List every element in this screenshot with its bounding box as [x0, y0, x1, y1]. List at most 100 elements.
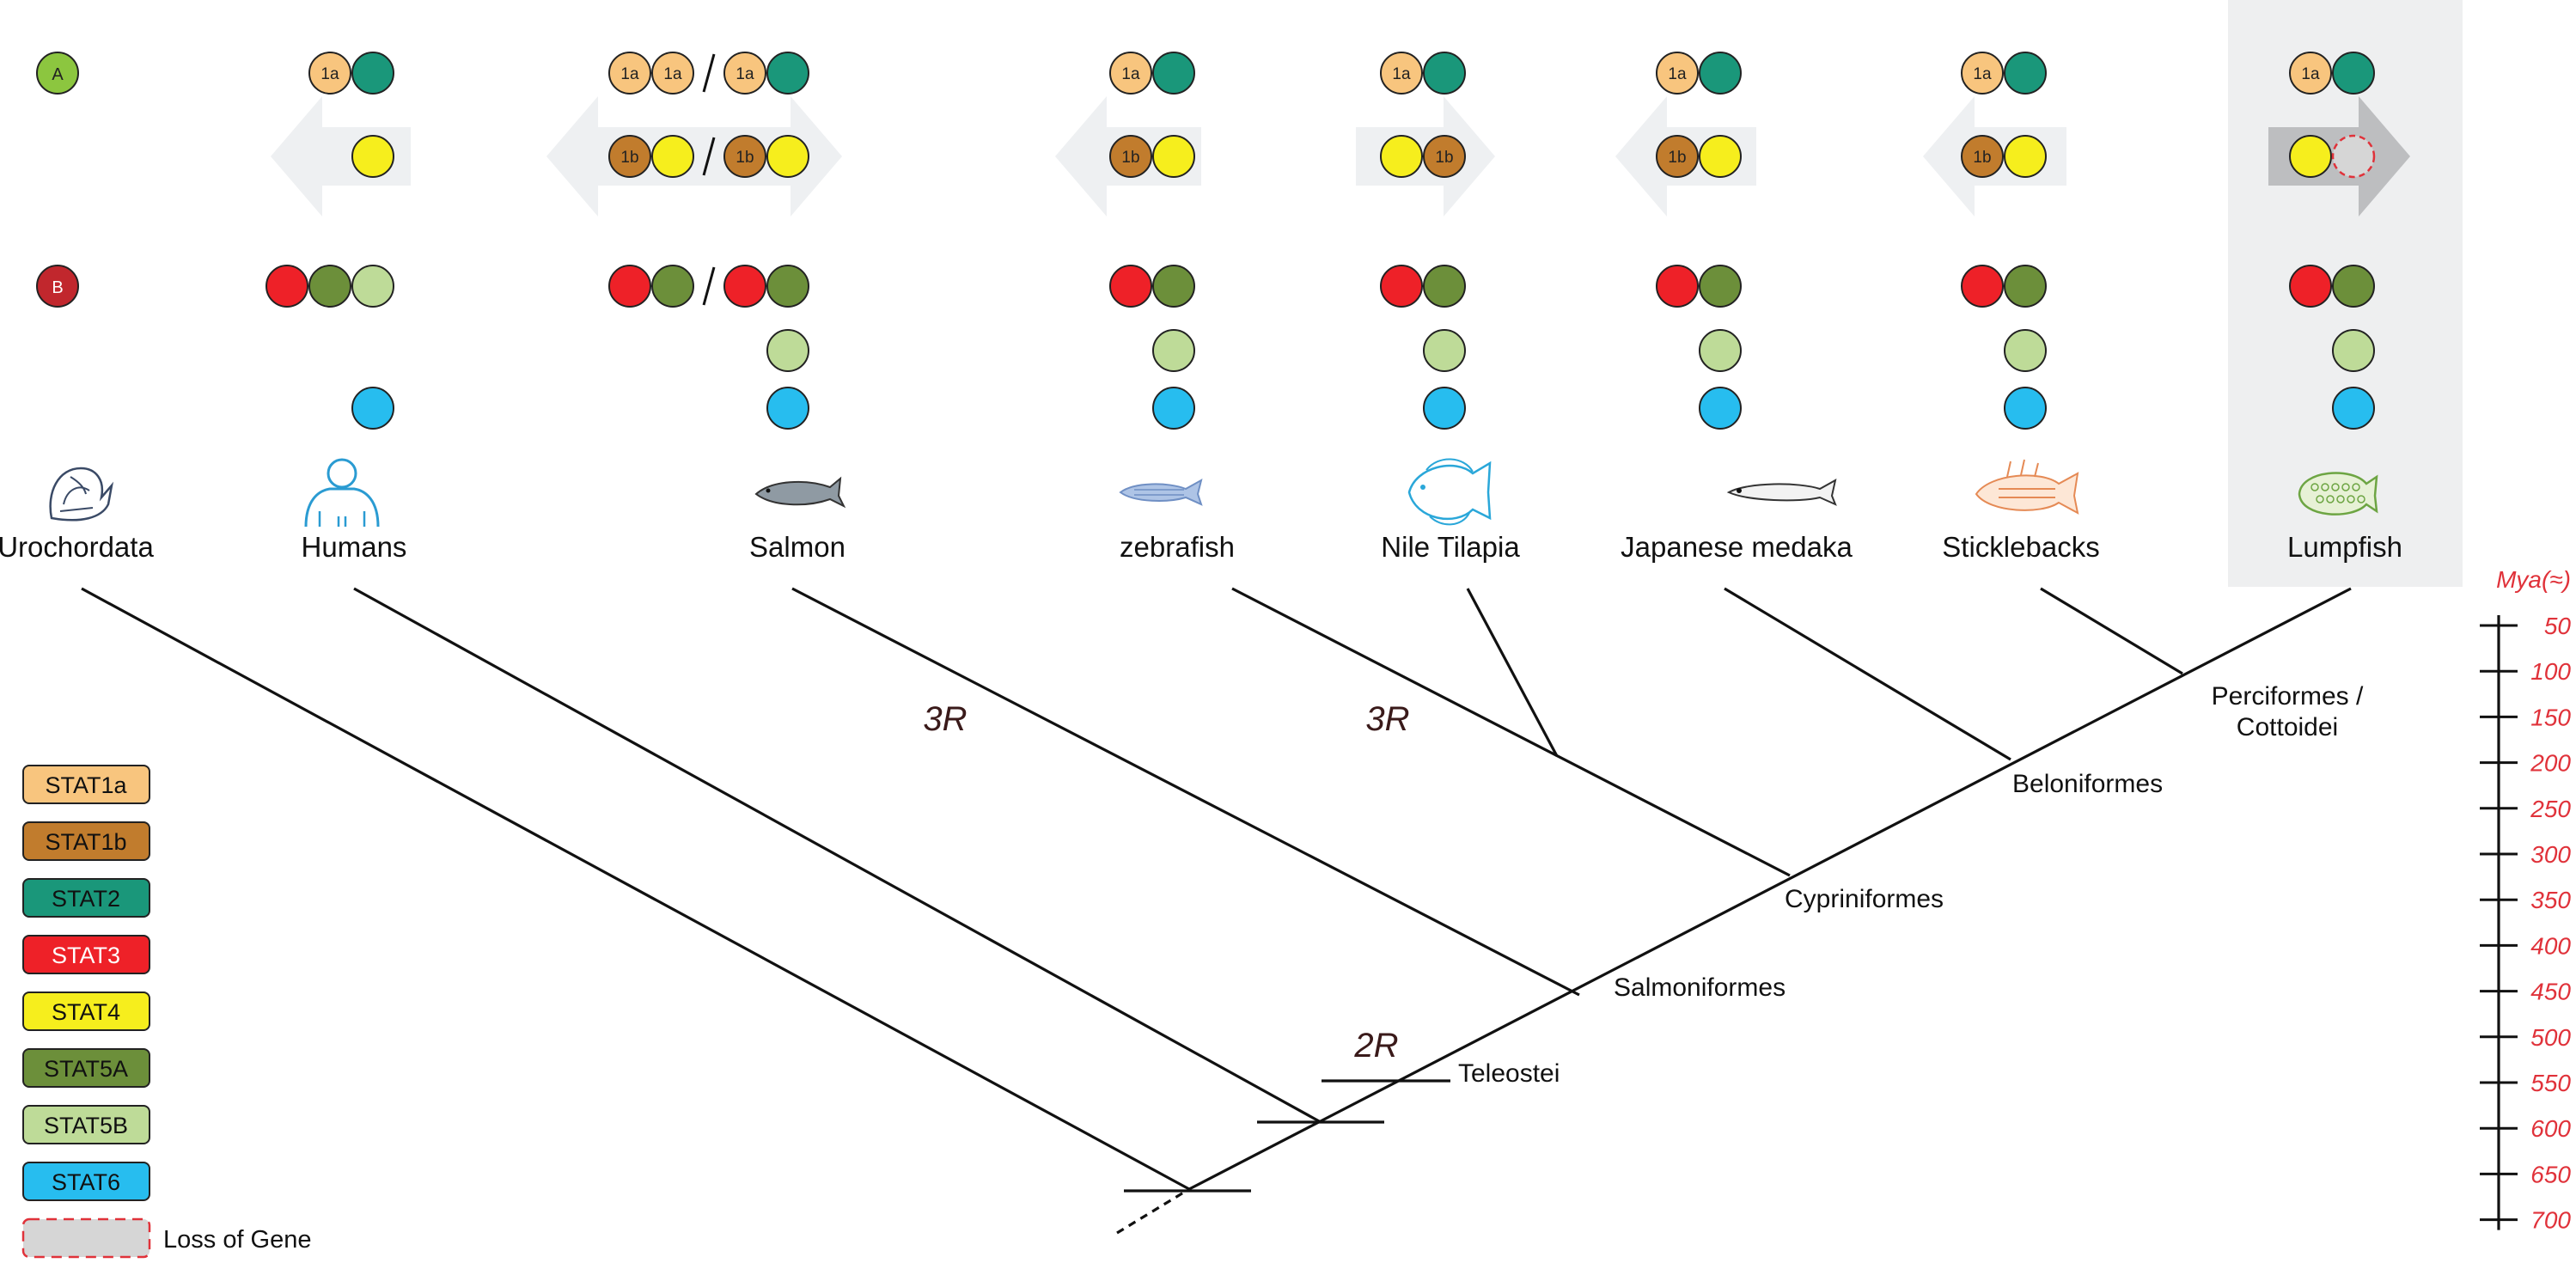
gene-stat6 — [2332, 387, 2375, 430]
gene-stat1a — [1109, 52, 1152, 95]
timescale-tick-label: 250 — [2530, 796, 2571, 822]
gene-stat4 — [766, 135, 809, 178]
gene-stat4 — [351, 135, 394, 178]
gene-stat1b — [723, 135, 766, 178]
lumpfish-icon — [2298, 472, 2378, 516]
gene-label-stat1a: 1a — [2301, 65, 2320, 83]
gene-stat6 — [2004, 387, 2047, 430]
legend-label-stat5a: STAT5A — [44, 1056, 128, 1082]
gene-stat6 — [1423, 387, 1466, 430]
legend-swatch-stat5a — [22, 1048, 150, 1088]
gene-label-stat1a: 1a — [320, 65, 339, 83]
clade-label-perciformes-2: Cottoidei — [2237, 713, 2338, 741]
gene-stat1b — [1656, 135, 1699, 178]
gene-stat5a — [1423, 265, 1466, 308]
gene-stat5b — [351, 265, 394, 308]
clade-label-cypriniformes: Cypriniformes — [1785, 885, 1944, 913]
gene-stat1b — [1961, 135, 2004, 178]
timescale-tick-label: 600 — [2530, 1115, 2571, 1142]
clade-label-salmoniformes: Salmoniformes — [1614, 973, 1785, 1002]
gene-stat1b — [1109, 135, 1152, 178]
gene-stat4 — [1152, 135, 1195, 178]
gene-stat5b — [1152, 329, 1195, 372]
gene-stat1a — [308, 52, 351, 95]
species-name-med: Japanese medaka — [1621, 531, 1853, 563]
gene-stat6 — [1699, 387, 1742, 430]
gene-label-stat1b: 1b — [1668, 149, 1686, 167]
gene-stat6 — [1152, 387, 1195, 430]
gene-stat1a — [1380, 52, 1423, 95]
stickleback-icon — [1975, 459, 2079, 515]
gene-label-stat1b: 1b — [620, 149, 638, 167]
gene-stat2 — [1423, 52, 1466, 95]
gene-stat5b — [766, 329, 809, 372]
tree-branch — [1466, 588, 1559, 757]
gene-label-stat1a: 1a — [1121, 65, 1140, 83]
group-a-marker — [36, 52, 79, 95]
gene-stat1a — [723, 52, 766, 95]
gene-stat3 — [608, 265, 651, 308]
gene-stat3 — [1961, 265, 2004, 308]
timescale-tick-label: 400 — [2530, 932, 2571, 959]
gene-stat5a — [1699, 265, 1742, 308]
gene-label-stat1a: 1a — [1668, 65, 1687, 83]
gene-stat3 — [1109, 265, 1152, 308]
duplication-label-3r-zebrafish: 3R — [1365, 700, 1409, 738]
gene-stat2 — [2332, 52, 2375, 95]
salmon-icon — [754, 476, 846, 509]
gene-label-stat1a: 1a — [663, 65, 682, 83]
gene-stat5b — [2004, 329, 2047, 372]
species-name-uro: Urochordata — [0, 531, 154, 563]
timescale-tick-label: 700 — [2530, 1207, 2571, 1234]
gene-stat5b — [1423, 329, 1466, 372]
tree-branch — [81, 587, 1190, 1191]
group-b-marker — [36, 265, 79, 308]
alternative-separator — [702, 266, 716, 306]
gene-stat1a — [608, 52, 651, 95]
gene-label-stat1b: 1b — [1973, 149, 1991, 167]
duplication-label-2r: 2R — [1353, 1027, 1398, 1065]
gene-stat1a — [1656, 52, 1699, 95]
gene-stat2 — [766, 52, 809, 95]
gene-stat4 — [2289, 135, 2332, 178]
tree-branch — [791, 587, 1580, 997]
tree-branch — [1231, 587, 1791, 877]
gene-label-stat1a: 1a — [1973, 65, 1992, 83]
timescale-tick-label: 500 — [2530, 1024, 2571, 1051]
gene-stat3 — [1656, 265, 1699, 308]
timescale-tick-label: 300 — [2530, 841, 2571, 868]
gene-stat4 — [1380, 135, 1423, 178]
timescale-tick-label: 50 — [2544, 613, 2572, 639]
gene-stat5a — [308, 265, 351, 308]
gene-stat6 — [766, 387, 809, 430]
gene-stat3 — [266, 265, 308, 308]
legend-swatch-stat1b — [22, 821, 150, 861]
gene-stat3 — [1380, 265, 1423, 308]
gene-stat1b — [1423, 135, 1466, 178]
gene-stat4 — [651, 135, 694, 178]
species-name-hum: Humans — [302, 531, 407, 563]
legend-label-stat1a: STAT1a — [45, 772, 127, 798]
gene-stat1a — [2289, 52, 2332, 95]
legend-swatch-stat6 — [22, 1162, 150, 1201]
species-name-til: Nile Tilapia — [1381, 531, 1520, 563]
legend-label-stat3: STAT3 — [52, 943, 120, 968]
gene-label-stat1a: 1a — [736, 65, 754, 83]
gene-stat2 — [1152, 52, 1195, 95]
gene-stat2 — [1699, 52, 1742, 95]
zebrafish-icon — [1119, 479, 1203, 506]
alternative-separator — [702, 137, 716, 176]
species-name-sti: Sticklebacks — [1942, 531, 2099, 563]
legend-label-stat6: STAT6 — [52, 1169, 120, 1195]
gene-stat2 — [351, 52, 394, 95]
timescale-tick-label: 200 — [2530, 750, 2571, 777]
timescale-tick-label: 650 — [2530, 1161, 2571, 1187]
group-a-label: A — [52, 65, 64, 84]
gene-stat1a — [651, 52, 694, 95]
tilapia-icon — [1407, 458, 1492, 526]
timescale-tick-label: 550 — [2530, 1070, 2571, 1096]
legend-label-loss: Loss of Gene — [163, 1226, 312, 1254]
gene-stat5a — [651, 265, 694, 308]
timescale-tick-label: 150 — [2530, 704, 2571, 730]
